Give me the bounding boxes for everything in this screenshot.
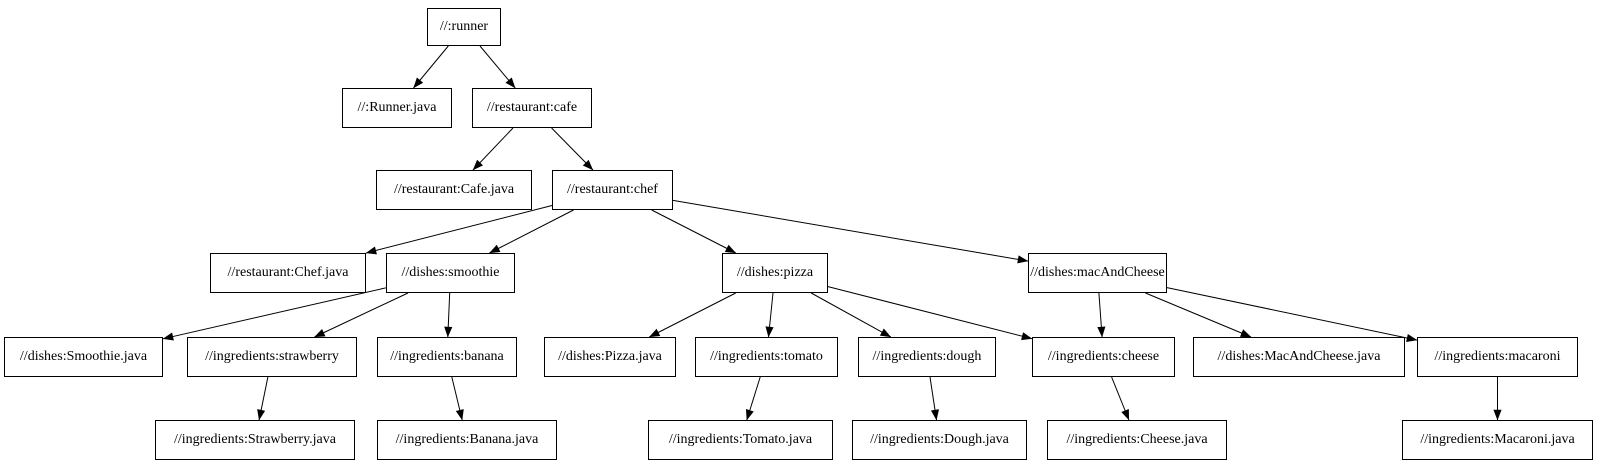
graph-node-chef-java: //restaurant:Chef.java: [210, 253, 366, 293]
graph-node-label: //ingredients:Cheese.java: [1066, 432, 1208, 447]
graph-node-label: //dishes:Smoothie.java: [19, 349, 148, 364]
graph-node-tomato-java: //ingredients:Tomato.java: [648, 420, 833, 460]
graph-node-tomato: //ingredients:tomato: [695, 337, 838, 377]
graph-node-label: //ingredients:Banana.java: [395, 432, 539, 447]
graph-node-label: //dishes:Pizza.java: [558, 349, 662, 364]
edge-dough-to-dough-java: [929, 376, 939, 421]
edge-banana-to-banana-java: [451, 376, 464, 421]
graph-node-label: //ingredients:strawberry: [205, 349, 339, 364]
graph-node-dough: //ingredients:dough: [858, 337, 996, 377]
edge-strawberry-to-strawberry-java: [257, 376, 269, 421]
graph-node-macaroni-java: //ingredients:Macaroni.java: [1402, 420, 1593, 460]
edge-chef-to-mac-and-cheese: [672, 199, 1029, 264]
graph-node-label: //ingredients:Strawberry.java: [174, 432, 336, 447]
edge-chef-to-smoothie: [489, 209, 574, 254]
edge-smoothie-to-strawberry: [314, 292, 409, 338]
graph-node-label: //ingredients:tomato: [710, 349, 823, 364]
edge-chef-to-pizza: [651, 209, 737, 254]
edge-pizza-to-cheese: [827, 286, 1033, 341]
graph-node-mac-and-cheese-java: //dishes:MacAndCheese.java: [1193, 337, 1405, 377]
graph-node-strawberry: //ingredients:strawberry: [187, 337, 357, 377]
graph-node-label: //dishes:smoothie: [401, 265, 500, 280]
graph-node-smoothie: //dishes:smoothie: [386, 253, 515, 293]
edge-runner-to-runner-java: [413, 45, 449, 89]
graph-node-label: //dishes:MacAndCheese.java: [1217, 349, 1381, 364]
edge-cheese-to-cheese-java: [1111, 376, 1130, 421]
graph-node-label: //restaurant:cafe: [486, 100, 578, 115]
graph-node-chef: //restaurant:chef: [552, 170, 673, 210]
graph-node-label: //ingredients:Macaroni.java: [1420, 432, 1575, 447]
edge-mac-and-cheese-to-macaroni: [1166, 287, 1418, 342]
edge-cafe-to-chef: [551, 127, 594, 171]
edge-chef-to-chef-java: [365, 205, 553, 255]
edge-pizza-to-tomato: [765, 292, 774, 338]
graph-node-label: //dishes:pizza: [736, 265, 814, 280]
graph-node-cafe-java: //restaurant:Cafe.java: [376, 170, 532, 210]
edge-mac-and-cheese-to-mac-and-cheese-java: [1145, 292, 1252, 338]
graph-node-banana: //ingredients:banana: [377, 337, 517, 377]
edge-mac-and-cheese-to-cheese: [1097, 292, 1106, 338]
graph-node-cafe: //restaurant:cafe: [472, 88, 592, 128]
edge-smoothie-to-banana: [444, 292, 453, 338]
edge-pizza-to-dough: [810, 292, 892, 338]
graph-node-label: //:runner: [439, 19, 489, 34]
graph-node-pizza-java: //dishes:Pizza.java: [544, 337, 676, 377]
graph-node-label: //ingredients:Dough.java: [870, 432, 1009, 447]
graph-node-macaroni: //ingredients:macaroni: [1417, 337, 1578, 377]
edge-tomato-to-tomato-java: [745, 376, 761, 421]
graph-node-banana-java: //ingredients:Banana.java: [377, 420, 557, 460]
graph-node-strawberry-java: //ingredients:Strawberry.java: [155, 420, 355, 460]
graph-node-smoothie-java: //dishes:Smoothie.java: [4, 337, 163, 377]
graph-node-pizza: //dishes:pizza: [722, 253, 828, 293]
graph-node-cheese-java: //ingredients:Cheese.java: [1047, 420, 1227, 460]
graph-node-label: //dishes:macAndCheese: [1030, 265, 1165, 280]
edge-cafe-to-cafe-java: [472, 127, 514, 171]
edge-runner-to-cafe: [479, 45, 516, 89]
graph-node-label: //ingredients:Tomato.java: [668, 432, 813, 447]
graph-node-mac-and-cheese: //dishes:macAndCheese: [1028, 253, 1167, 293]
graph-node-label: //restaurant:Chef.java: [227, 265, 349, 280]
graph-node-label: //restaurant:Cafe.java: [393, 182, 515, 197]
edge-smoothie-to-smoothie-java: [162, 287, 387, 341]
graph-node-dough-java: //ingredients:Dough.java: [852, 420, 1027, 460]
graph-node-cheese: //ingredients:cheese: [1032, 337, 1175, 377]
graph-node-label: //ingredients:dough: [872, 349, 982, 364]
graph-node-label: //restaurant:chef: [567, 182, 658, 197]
edge-pizza-to-pizza-java: [649, 292, 736, 338]
graph-node-runner: //:runner: [427, 8, 501, 46]
graph-node-runner-java: //:Runner.java: [342, 88, 452, 128]
graph-node-label: //ingredients:banana: [390, 349, 504, 364]
graph-node-label: //ingredients:cheese: [1047, 349, 1160, 364]
graph-node-label: //ingredients:macaroni: [1434, 349, 1561, 364]
graph-node-label: //:Runner.java: [357, 100, 437, 115]
